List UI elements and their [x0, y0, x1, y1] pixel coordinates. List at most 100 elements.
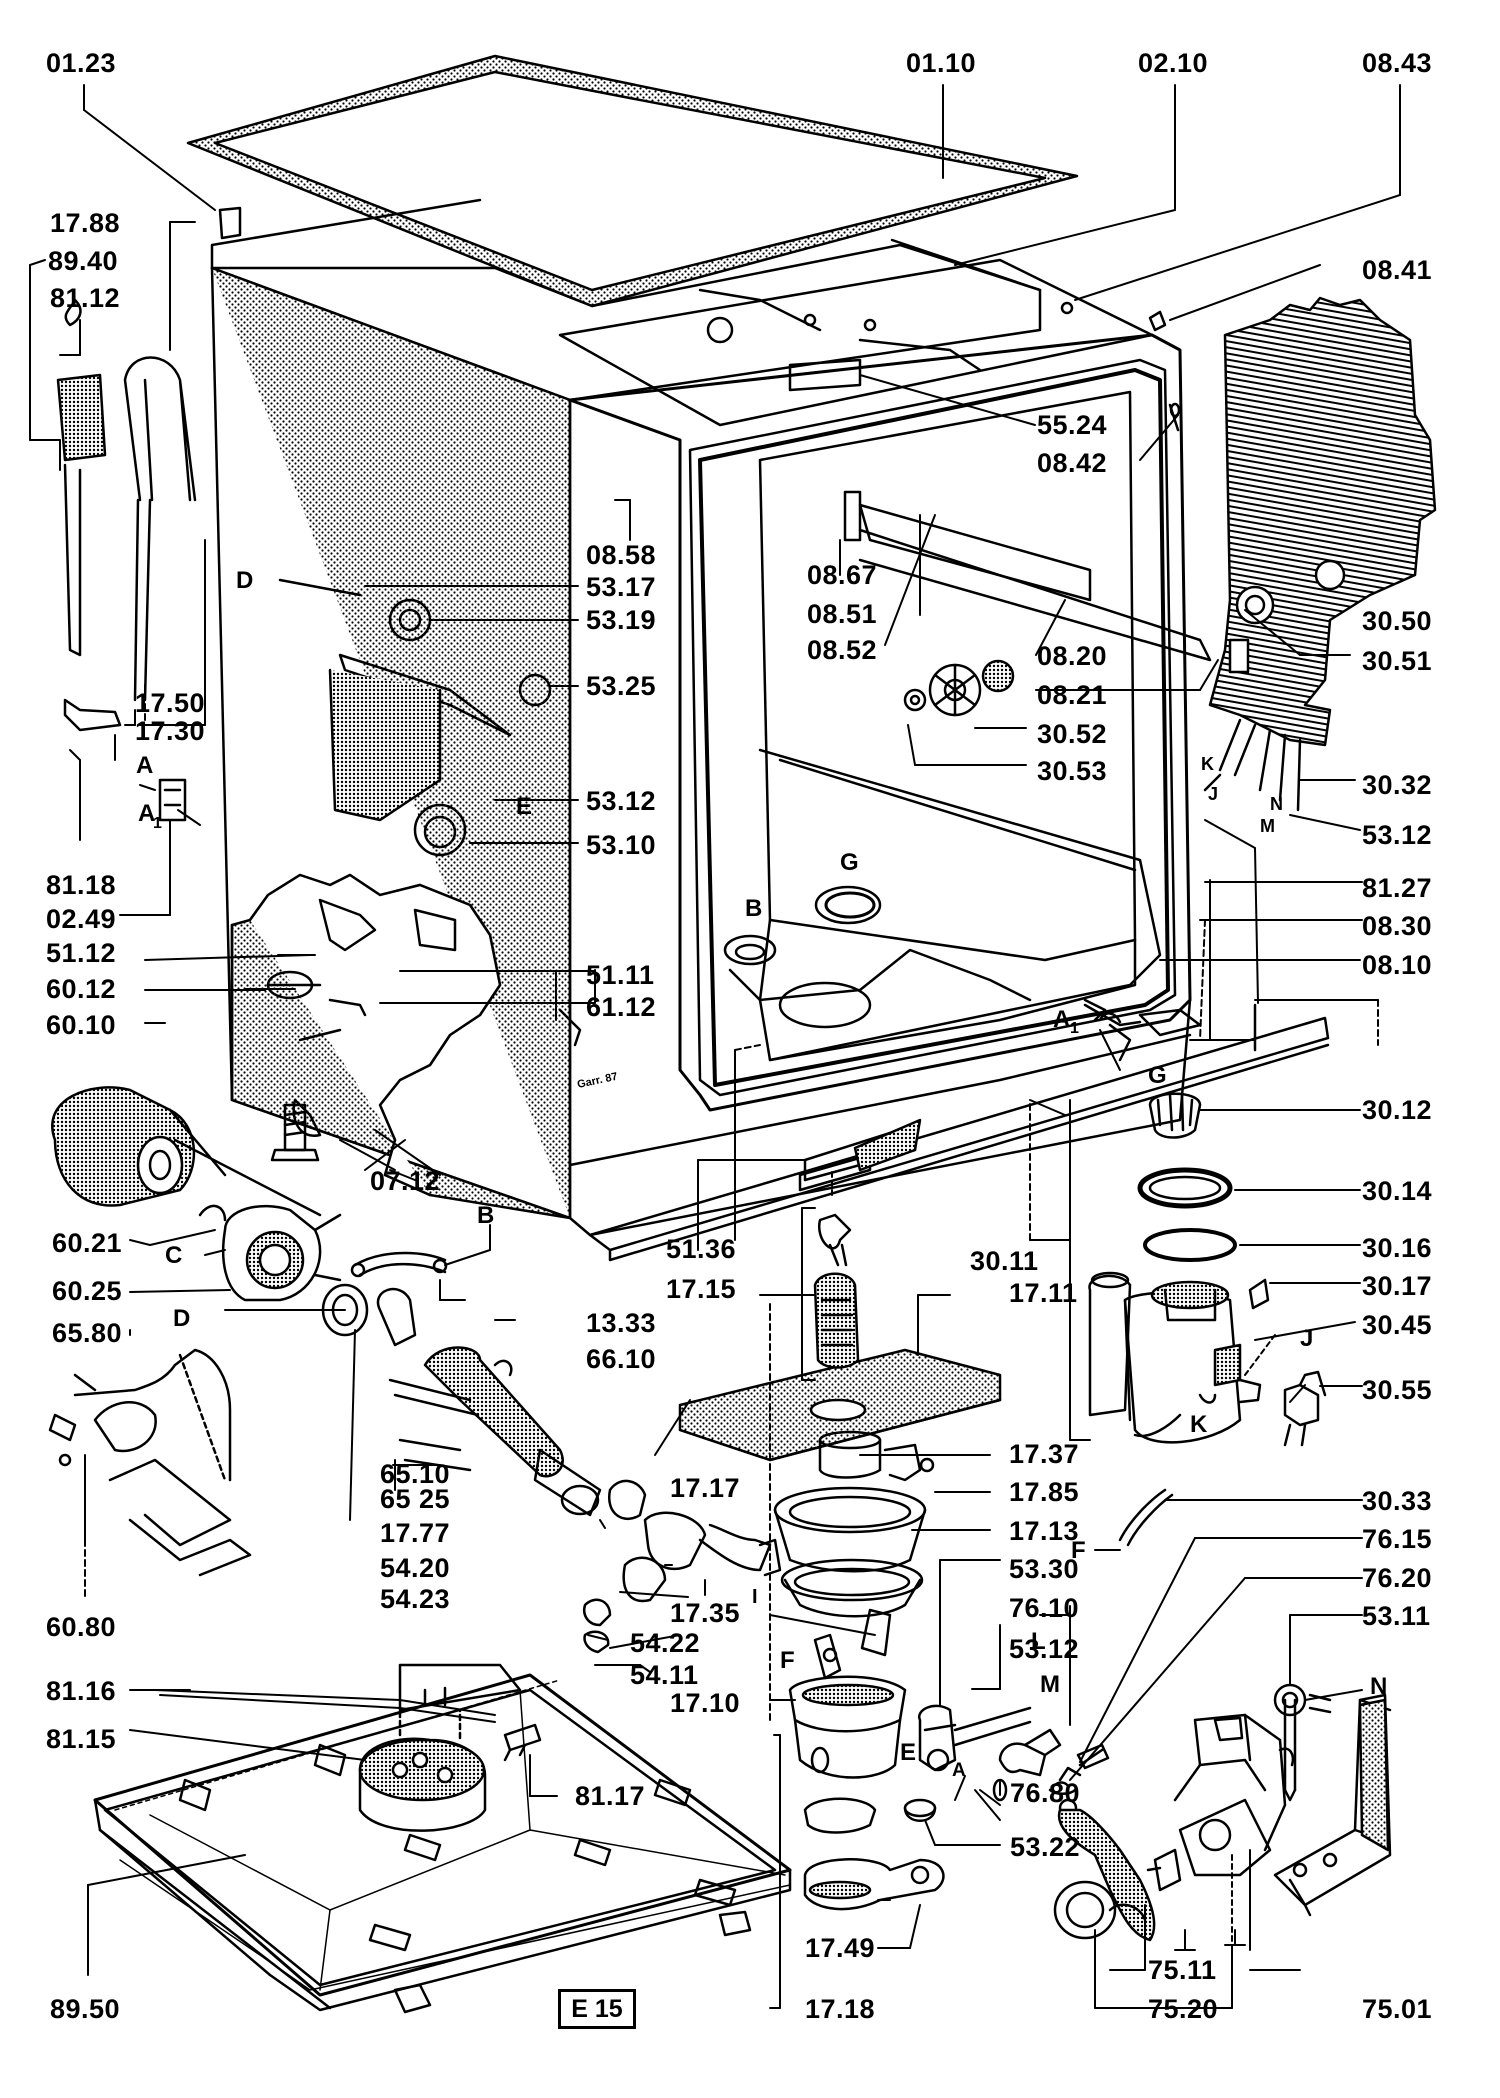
part-label-81-15: 81.15 — [46, 1724, 117, 1754]
letter-N2: N — [1370, 1673, 1387, 1700]
part-label-17-15: 17.15 — [666, 1274, 737, 1304]
heater-assembly — [321, 1283, 602, 1517]
part-label-89-50: 89.50 — [50, 1994, 121, 2024]
sump-ring-lower — [803, 1797, 945, 1911]
hose-part — [350, 1251, 448, 1278]
reference-letters: D A A 1 E B G K J N M A 1 G C D B J K F … — [136, 567, 1387, 1781]
part-label-08-43: 08.43 — [1362, 48, 1433, 78]
part-label-60-80: 60.80 — [46, 1612, 117, 1642]
part-label-08-52: 08.52 — [807, 635, 878, 665]
part-label-02-10: 02.10 — [1138, 48, 1209, 78]
leveling-foot — [270, 1103, 320, 1162]
part-label-30-51: 30.51 — [1362, 646, 1433, 676]
part-label-53-10: 53.10 — [586, 830, 657, 860]
part-label-81-16: 81.16 — [46, 1676, 117, 1706]
letter-A1b: A — [1053, 1006, 1070, 1033]
part-label-07-12: 07.12 — [370, 1166, 441, 1196]
part-label-65-10: 65.10 — [380, 1459, 451, 1489]
tank-lid — [1148, 1092, 1202, 1139]
part-label-81-17: 81.17 — [575, 1781, 646, 1811]
part-label-02-49: 02.49 — [46, 904, 117, 934]
part-label-76-20: 76.20 — [1362, 1563, 1433, 1593]
wire-harness-right — [1203, 718, 1302, 812]
part-label-65-80: 65.80 — [52, 1318, 123, 1348]
part-label-75-01: 75.01 — [1362, 1994, 1433, 2024]
part-label-01-10: 01.10 — [906, 48, 977, 78]
float-switch — [154, 1663, 542, 1832]
part-label-17-50: 17.50 — [135, 688, 206, 718]
pressure-switch-parts — [266, 578, 582, 1137]
part-label-30-11: 30.11 — [970, 1246, 1039, 1276]
part-label-54-23: 54.23 — [380, 1584, 451, 1614]
part-label-30-45: 30.45 — [1362, 1310, 1433, 1340]
letter-J1: J — [1208, 784, 1218, 804]
letter-M1: M — [1260, 816, 1275, 836]
part-label-30-16: 30.16 — [1362, 1233, 1433, 1263]
part-label-53-12-c: 53.12 — [1009, 1634, 1080, 1664]
part-label-60-21: 60.21 — [52, 1228, 123, 1258]
letter-A: A — [136, 752, 153, 779]
part-label-17-13: 17.13 — [1009, 1516, 1080, 1546]
spray-nozzle-parts — [928, 659, 1015, 717]
letter-K2: K — [1190, 1411, 1208, 1438]
part-label-30-55: 30.55 — [1362, 1375, 1433, 1405]
part-label-30-52: 30.52 — [1037, 719, 1108, 749]
tube-30-33 — [1118, 1488, 1174, 1547]
part-label-54-22: 54.22 — [630, 1628, 701, 1658]
part-label-60-10: 60.10 — [46, 1010, 117, 1040]
part-label-30-53: 30.53 — [1037, 756, 1108, 786]
drain-pump — [221, 1204, 342, 1302]
part-label-30-12: 30.12 — [1362, 1095, 1433, 1125]
letter-J2: J — [1300, 1325, 1313, 1352]
part-label-61-12: 61.12 — [586, 992, 657, 1022]
part-label-17-30: 17.30 — [135, 716, 206, 746]
part-label-08-51: 08.51 — [807, 599, 878, 629]
part-label-17-49: 17.49 — [805, 1933, 876, 1963]
pump-bracket — [1273, 1693, 1392, 1917]
tub-interior — [723, 390, 1212, 1062]
page-code-box: E 15 — [558, 1989, 636, 2029]
part-label-76-80: 76.80 — [1010, 1778, 1081, 1808]
part-label-54-11: 54.11 — [630, 1660, 699, 1690]
circulation-motor — [51, 1086, 322, 1222]
base-rail — [588, 1003, 1330, 1262]
part-label-53-30: 53.30 — [1009, 1554, 1080, 1584]
part-label-81-18: 81.18 — [46, 870, 117, 900]
part-label-53-12-b: 53.12 — [1362, 820, 1433, 850]
sump-assembly — [773, 1430, 935, 1779]
part-label-08-30: 08.30 — [1362, 911, 1433, 941]
letter-G1: G — [840, 849, 859, 876]
part-label-54-20: 54.20 — [380, 1553, 451, 1583]
part-label-76-10: 76.10 — [1009, 1593, 1080, 1623]
part-label-30-17: 30.17 — [1362, 1271, 1433, 1301]
part-label-53-25: 53.25 — [586, 671, 657, 701]
part-label-08-21: 08.21 — [1037, 680, 1108, 710]
part-label-08-42: 08.42 — [1037, 448, 1108, 478]
part-label-51-11: 51.11 — [586, 960, 655, 990]
letter-E2: E — [900, 1739, 916, 1766]
part-label-17-18: 17.18 — [805, 1994, 876, 2024]
part-label-66-10: 66.10 — [586, 1344, 657, 1374]
part-label-13-33: 13.33 — [586, 1308, 657, 1338]
part-label-17-11: 17.11 — [1009, 1278, 1078, 1308]
part-label-65-25: 65 25 — [380, 1484, 451, 1514]
cabinet-top-frame — [210, 198, 1154, 427]
part-label-17-77: 17.77 — [380, 1518, 451, 1548]
drain-pump-assembly — [1053, 1713, 1295, 1942]
part-label-08-20: 08.20 — [1037, 641, 1108, 671]
part-label-60-25: 60.25 — [52, 1276, 123, 1306]
letter-M2: M — [1040, 1671, 1060, 1698]
detergent-dispenser-hose — [56, 298, 197, 822]
part-label-08-67: 08.67 — [807, 560, 878, 590]
filter-column — [813, 1213, 860, 1369]
part-label-53-17: 53.17 — [586, 572, 657, 602]
door-frame-seal — [568, 333, 1192, 1237]
letter-E1: E — [516, 793, 532, 820]
letter-D2: D — [173, 1305, 190, 1332]
letter-K1: K — [1201, 754, 1214, 774]
part-label-53-11: 53.11 — [1362, 1601, 1431, 1631]
right-side-panel — [1208, 296, 1437, 747]
part-label-53-19: 53.19 — [586, 605, 657, 635]
part-label-17-88: 17.88 — [50, 208, 121, 238]
letter-G2: G — [1148, 1062, 1167, 1089]
